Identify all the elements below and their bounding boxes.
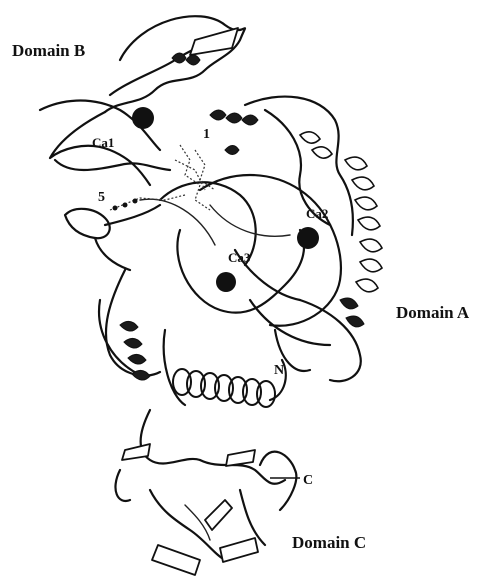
domain-a-ribbon [140,97,361,382]
domain-c-label: Domain C [292,533,366,552]
site-5-label: 5 [98,190,105,205]
helix-coil-n [164,330,286,407]
ca3-ion [216,272,236,292]
domain-c-ribbon [115,410,296,575]
ca2-ion [297,227,319,249]
site-5-region [65,195,185,270]
ca2-label: Ca2 [306,206,328,221]
helix-top [172,53,258,155]
site-1-label: 1 [203,127,210,142]
helix-left-stack [99,270,160,380]
domain-a-label: Domain A [396,303,470,322]
ca3-label: Ca3 [228,250,251,265]
ligand-sticks [175,145,215,210]
ca1-label: Ca1 [92,135,114,150]
n-terminus-label: N [274,363,284,378]
domain-b-label: Domain B [12,41,85,60]
c-terminus-label: C [303,473,313,488]
ca1-ion [132,107,154,129]
